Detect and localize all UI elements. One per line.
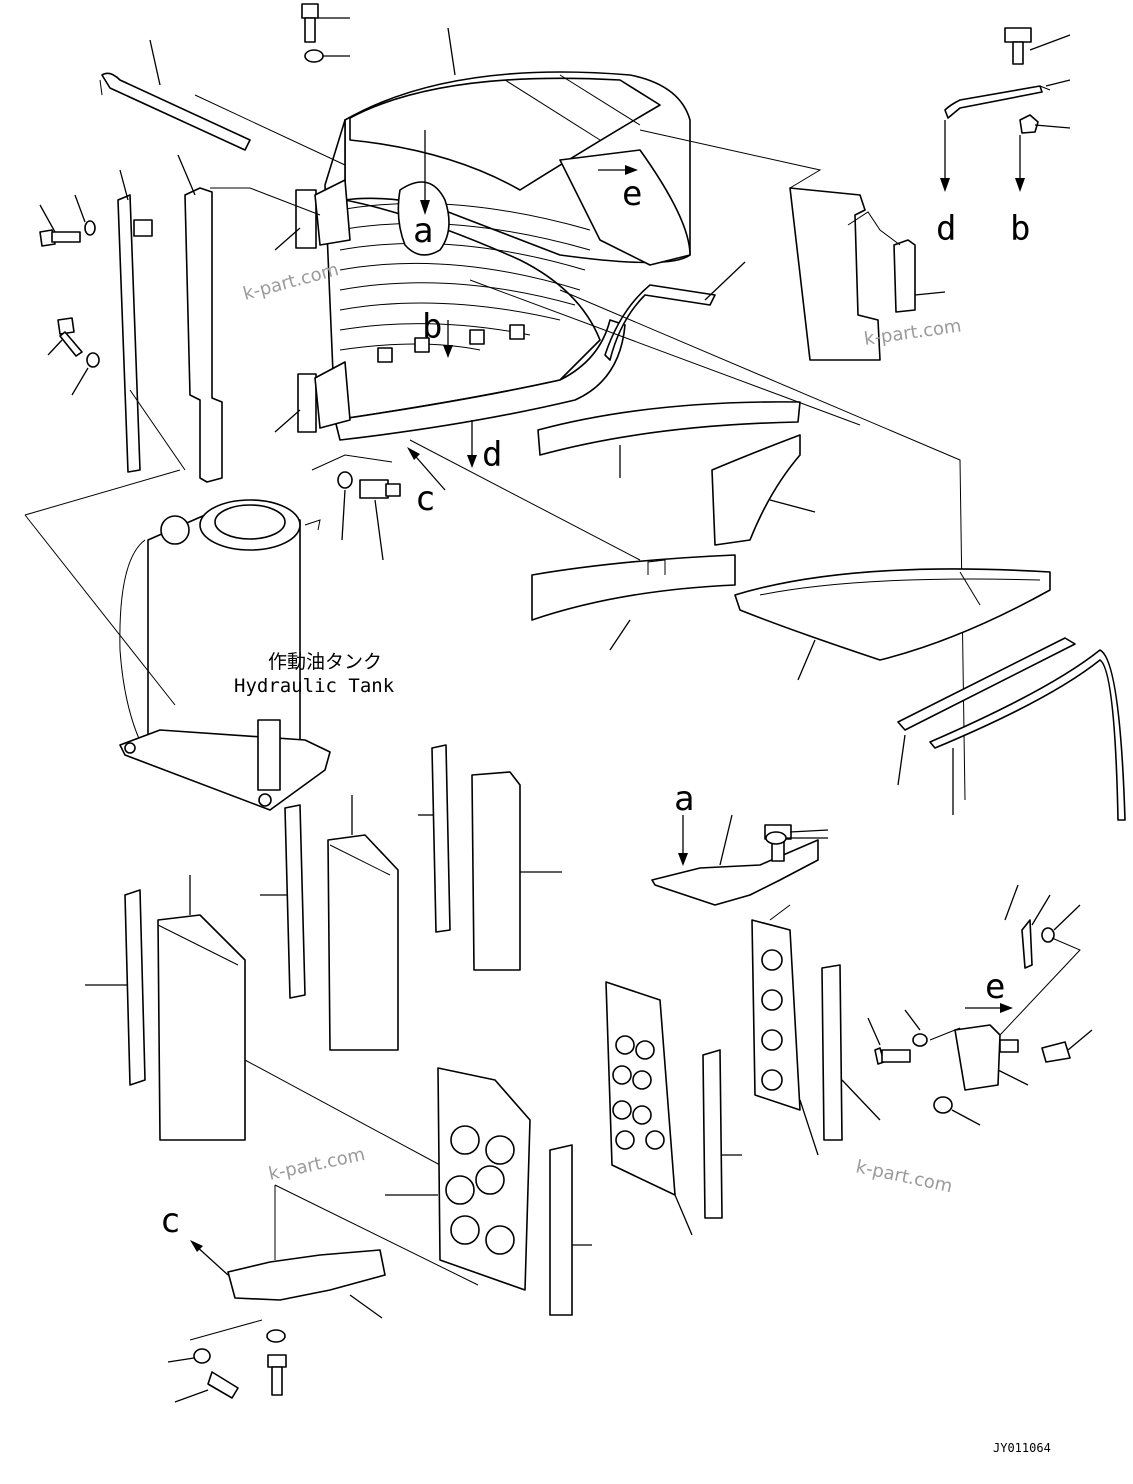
- foam-strip-lower: [409, 439, 736, 651]
- cover-callouts: b d c e: [407, 130, 642, 519]
- tank-leader-bottom: [24, 514, 176, 706]
- grille-slats: [339, 202, 591, 351]
- hinge-leader-top: [274, 227, 301, 251]
- tank-label-en: Hydraulic Tank: [234, 675, 395, 697]
- tube-2: [702, 1049, 742, 1219]
- cover-leader: [447, 27, 456, 76]
- watermark-3: k-part.com: [267, 1144, 367, 1185]
- foam-panel-1: [85, 875, 441, 1166]
- perforated-plate-middle: [605, 981, 693, 1236]
- foam-strip-upper: [469, 279, 861, 478]
- callout-d-rod: d: [936, 209, 956, 249]
- callout-d-cover: d: [482, 435, 502, 475]
- foam-panel-2: [260, 795, 399, 1051]
- foam-panel-3: [418, 744, 562, 971]
- cover-side-bolt: [311, 454, 401, 561]
- callout-c-bracket: c: [160, 1201, 180, 1241]
- callout-a-bracket: a: [674, 779, 694, 819]
- left-vertical-strip: [39, 169, 186, 473]
- main-cover-assembly: a: [295, 71, 691, 441]
- perforated-plate-right: [751, 919, 819, 1156]
- roof-plate: [734, 568, 1051, 681]
- tube-3: [821, 964, 881, 1141]
- right-foam-panel: [639, 129, 946, 361]
- callout-b-cover: b: [422, 307, 442, 347]
- tube-1: [549, 1144, 592, 1316]
- top-bolt-washer: [301, 3, 350, 63]
- left-foam-pad: [177, 154, 321, 483]
- bracket-plate-a: a: [651, 779, 829, 921]
- right-side-rails: [897, 637, 1126, 821]
- top-left-rail: [99, 39, 346, 166]
- hinge-leader-bottom: [274, 409, 301, 433]
- hydraulic-tank: [119, 499, 331, 811]
- tank-leader-top: [24, 469, 181, 516]
- callout-a-cover: a: [413, 211, 433, 251]
- callout-e-cover: e: [622, 174, 642, 214]
- tank-label-jp: 作動油タンク: [268, 651, 382, 673]
- perforated-plate-center: [385, 1067, 531, 1291]
- watermark-4: k-part.com: [854, 1156, 954, 1197]
- callout-b-rod: b: [1010, 209, 1030, 249]
- drawing-code: JY011064: [993, 1441, 1051, 1455]
- watermark-1: k-part.com: [241, 259, 341, 305]
- foam-wedge: [711, 434, 816, 546]
- right-bracket-e: e: [867, 884, 1093, 1126]
- callout-c-cover: c: [415, 479, 435, 519]
- callout-e-bracket: e: [985, 967, 1005, 1007]
- top-right-rod-assembly: d b: [936, 27, 1071, 249]
- bracket-plate-c: c: [160, 1184, 479, 1403]
